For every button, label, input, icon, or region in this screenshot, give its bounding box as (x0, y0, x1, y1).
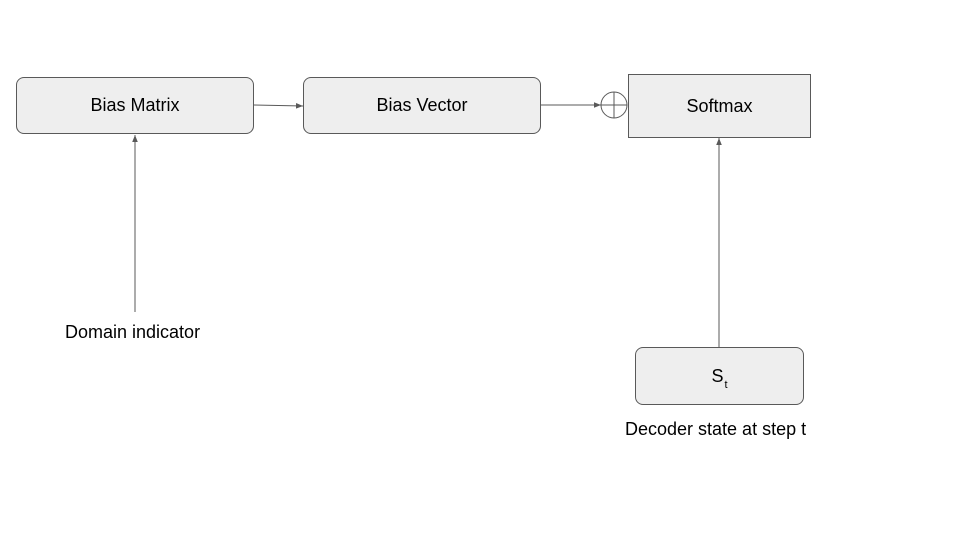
softmax-label: Softmax (686, 95, 753, 116)
circle-plus-icon (600, 91, 628, 119)
bias-vector-node: Bias Vector (303, 77, 541, 134)
bias-matrix-node: Bias Matrix (16, 77, 254, 134)
arrow-matrix-to-vector (253, 103, 304, 109)
decoder-state-caption: Decoder state at step t (625, 419, 807, 439)
bias-vector-label: Bias Vector (376, 95, 468, 115)
softmax-node: Softmax (628, 74, 811, 138)
state-subscript: t (724, 378, 728, 391)
decoder-state-symbol: St (711, 365, 727, 391)
bias-matrix-label: Bias Matrix (90, 95, 180, 115)
domain-indicator-label: Domain indicator (65, 322, 201, 342)
decoder-state-node: St (635, 347, 804, 405)
state-main-letter: S (711, 365, 724, 386)
